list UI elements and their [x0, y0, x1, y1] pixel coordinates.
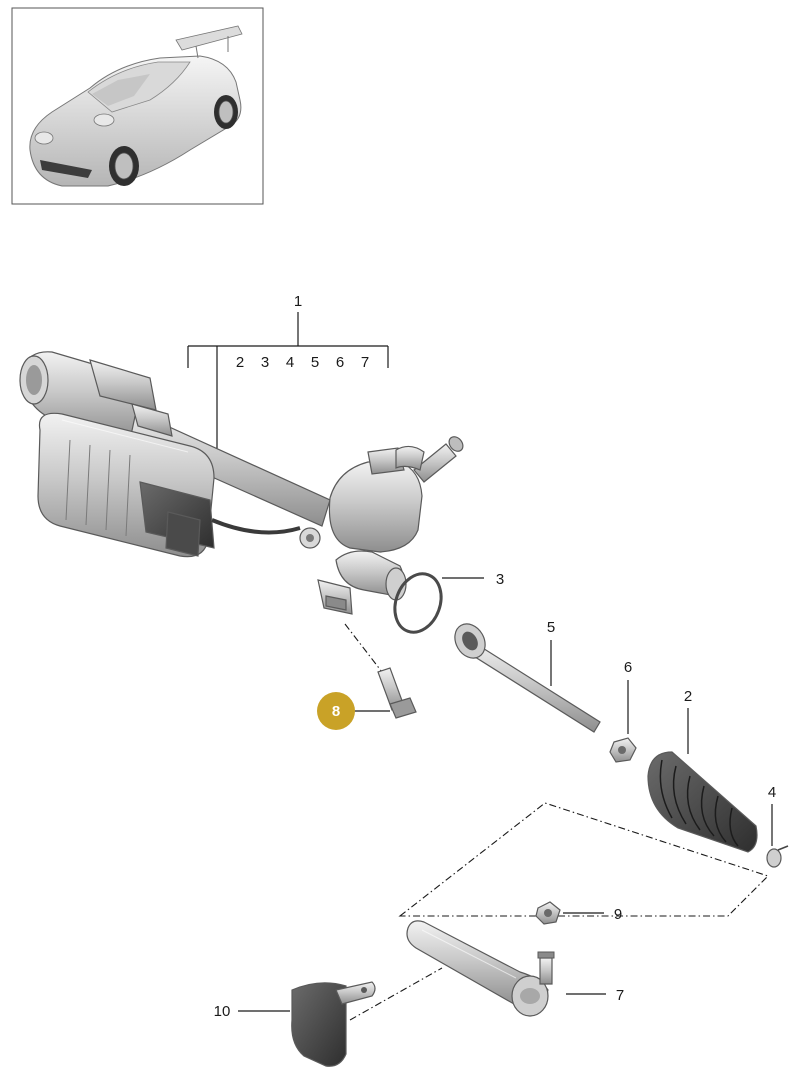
callout-6[interactable]: 6	[624, 659, 632, 734]
svg-text:7: 7	[616, 987, 624, 1004]
outer-tie-rod-end[interactable]	[406, 920, 555, 1017]
steering-rack-assembly[interactable]	[19, 351, 466, 615]
vehicle-thumbnail	[11, 7, 264, 205]
svg-text:5: 5	[547, 619, 555, 636]
svg-text:6: 6	[624, 659, 632, 676]
group-callout-1[interactable]: 1 2 3 4 5 6 7	[187, 293, 389, 460]
sub-number: 2	[236, 354, 244, 371]
callout-5[interactable]: 5	[547, 619, 555, 686]
sub-number: 6	[336, 354, 344, 371]
svg-text:2: 2	[684, 688, 692, 705]
steering-boot[interactable]	[647, 751, 758, 853]
svg-text:9: 9	[614, 906, 622, 923]
svg-text:4: 4	[768, 784, 776, 801]
svg-text:3: 3	[496, 571, 504, 588]
sub-number: 4	[286, 354, 294, 371]
boot-clamp[interactable]	[766, 845, 789, 868]
callout-8-badge	[317, 692, 355, 730]
callout-10[interactable]: 10	[214, 1003, 290, 1020]
svg-text:1: 1	[294, 293, 302, 310]
lock-nut[interactable]	[609, 737, 637, 763]
bolt-axis-line	[344, 623, 383, 673]
sports-car-icon	[29, 25, 243, 187]
shield-axis-line	[349, 967, 443, 1021]
sub-number: 5	[311, 354, 319, 371]
sub-number: 3	[261, 354, 269, 371]
assembly-reference-line	[398, 802, 770, 917]
callout-7[interactable]: 7	[566, 987, 624, 1004]
group-sub-numbers: 2 3 4 5 6 7	[236, 354, 369, 371]
callout-2[interactable]: 2	[684, 688, 692, 754]
sub-number: 7	[361, 354, 369, 371]
inner-tie-rod[interactable]	[449, 618, 601, 733]
callout-8-highlighted[interactable]: 8	[317, 692, 390, 730]
heat-shield[interactable]	[291, 981, 376, 1067]
tie-rod-nut[interactable]	[535, 901, 561, 925]
callout-9[interactable]: 9	[563, 906, 622, 923]
callout-3[interactable]: 3	[442, 571, 504, 588]
o-ring[interactable]	[387, 567, 449, 638]
svg-text:10: 10	[214, 1003, 231, 1020]
bolt[interactable]	[377, 667, 417, 719]
callout-8-number: 8	[332, 703, 340, 720]
callout-4[interactable]: 4	[768, 784, 776, 846]
